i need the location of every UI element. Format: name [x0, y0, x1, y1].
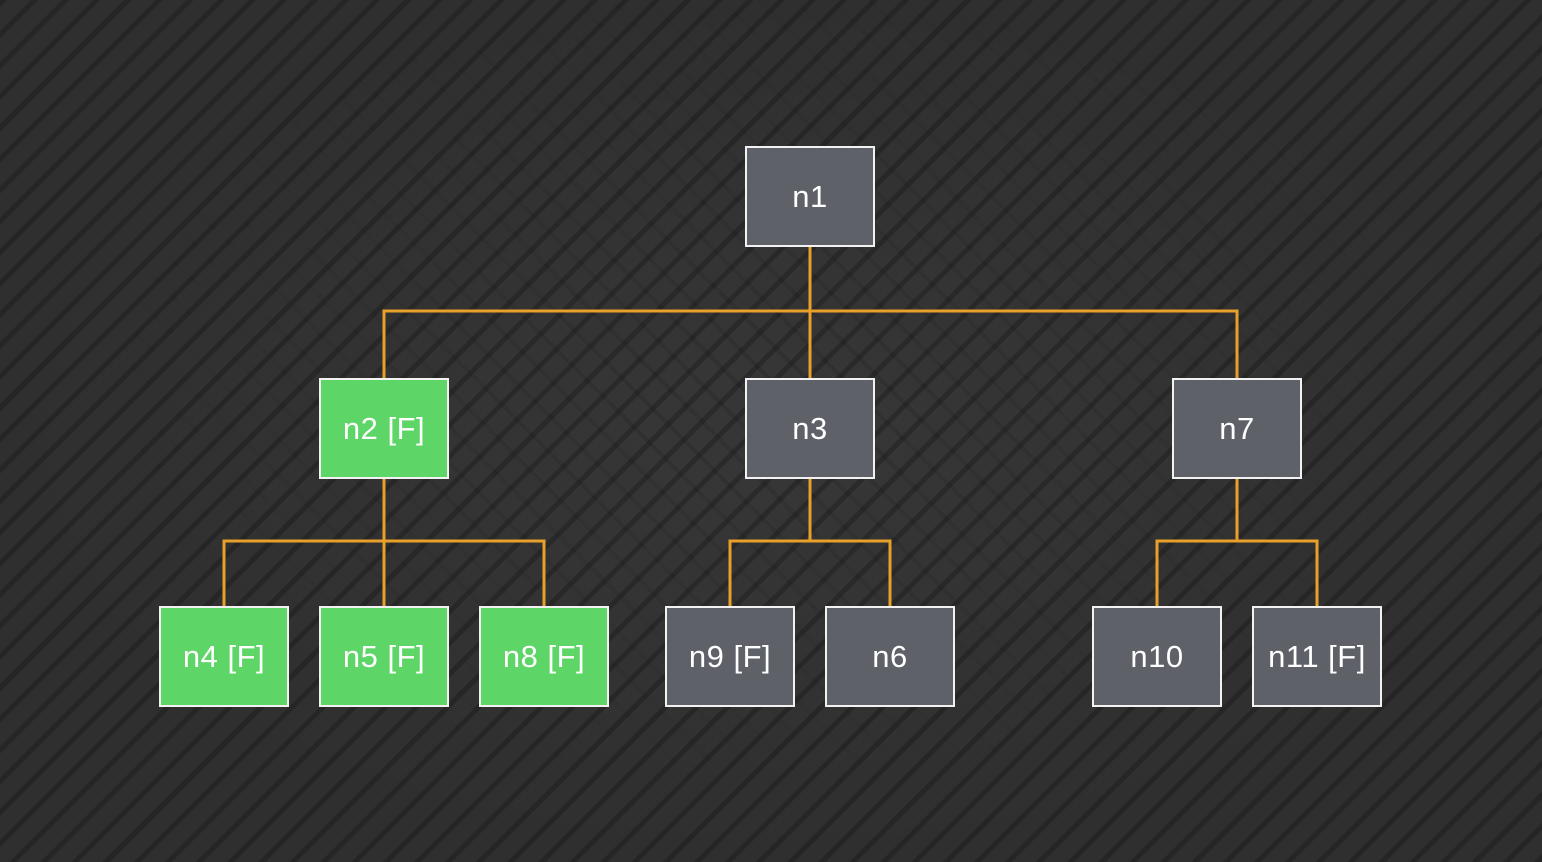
node-n6[interactable]: n6 — [825, 606, 955, 707]
node-n10[interactable]: n10 — [1092, 606, 1222, 707]
edge-n3-n9 — [728, 479, 812, 606]
node-n8[interactable]: n8 [F] — [479, 606, 609, 707]
node-n3[interactable]: n3 — [745, 378, 875, 479]
edge-n2-n4 — [222, 479, 386, 606]
node-n5[interactable]: n5 [F] — [319, 606, 449, 707]
edge-n1-n2 — [382, 247, 812, 378]
node-n4[interactable]: n4 [F] — [159, 606, 289, 707]
edge-n7-n10 — [1155, 479, 1239, 606]
edge-n1-n7 — [808, 247, 1239, 378]
edge-n3-n6 — [808, 479, 892, 606]
node-n11[interactable]: n11 [F] — [1252, 606, 1382, 707]
node-n7[interactable]: n7 — [1172, 378, 1302, 479]
edge-n7-n11 — [1235, 479, 1319, 606]
node-n9[interactable]: n9 [F] — [665, 606, 795, 707]
node-n2[interactable]: n2 [F] — [319, 378, 449, 479]
node-n1[interactable]: n1 — [745, 146, 875, 247]
edge-n2-n8 — [382, 479, 546, 606]
